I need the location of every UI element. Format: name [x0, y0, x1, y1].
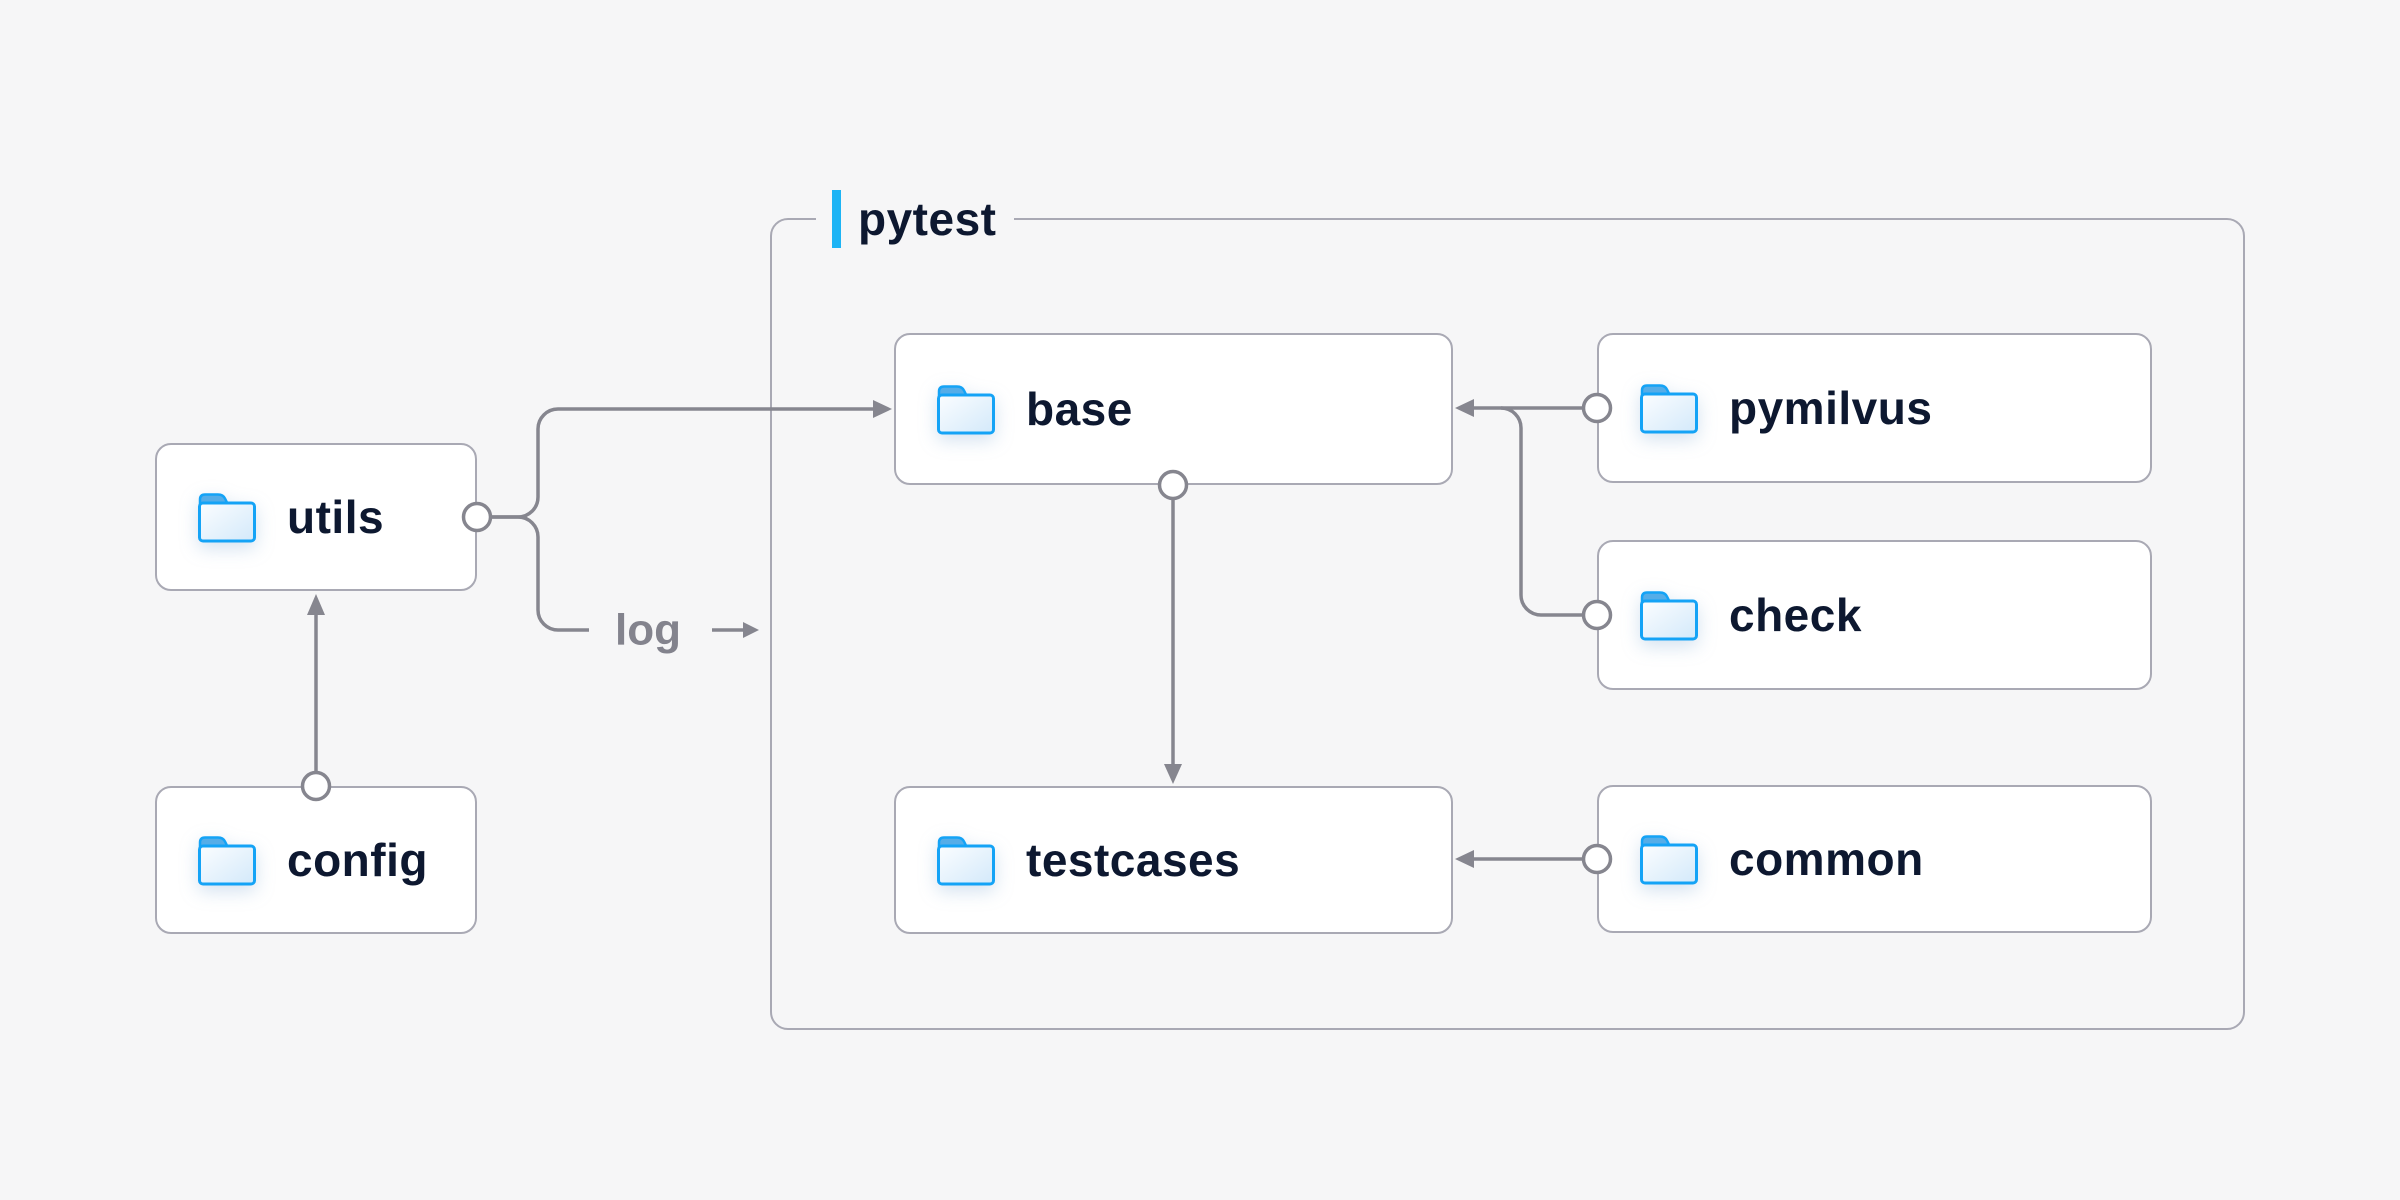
node-testcases-label: testcases	[1026, 834, 1241, 886]
node-utils[interactable]: utils	[155, 443, 477, 591]
folder-icon	[1637, 381, 1701, 435]
node-base[interactable]: base	[894, 333, 1453, 485]
pytest-container-title: pytest	[858, 193, 997, 245]
node-pymilvus-label: pymilvus	[1729, 382, 1933, 434]
node-config[interactable]: config	[155, 786, 477, 934]
node-utils-label: utils	[287, 491, 385, 543]
edge-utils-log	[490, 515, 589, 632]
node-pymilvus[interactable]: pymilvus	[1597, 333, 2152, 483]
arrowhead-log	[743, 622, 759, 638]
node-base-label: base	[1026, 383, 1133, 435]
folder-icon	[1637, 832, 1701, 886]
folder-icon	[195, 490, 259, 544]
pytest-container-label: pytest	[816, 186, 1015, 252]
pytest-container: pytest	[770, 186, 2245, 1030]
folder-icon	[1637, 588, 1701, 642]
accent-bar	[832, 190, 841, 248]
node-common[interactable]: common	[1597, 785, 2152, 933]
folder-icon	[934, 382, 998, 436]
node-check-label: check	[1729, 589, 1862, 641]
node-testcases[interactable]: testcases	[894, 786, 1453, 934]
log-label: log	[615, 606, 681, 655]
folder-icon	[934, 833, 998, 887]
folder-icon	[195, 833, 259, 887]
node-config-label: config	[287, 834, 428, 886]
node-check[interactable]: check	[1597, 540, 2152, 690]
arrowhead-utils	[307, 594, 325, 615]
node-common-label: common	[1729, 833, 1924, 885]
